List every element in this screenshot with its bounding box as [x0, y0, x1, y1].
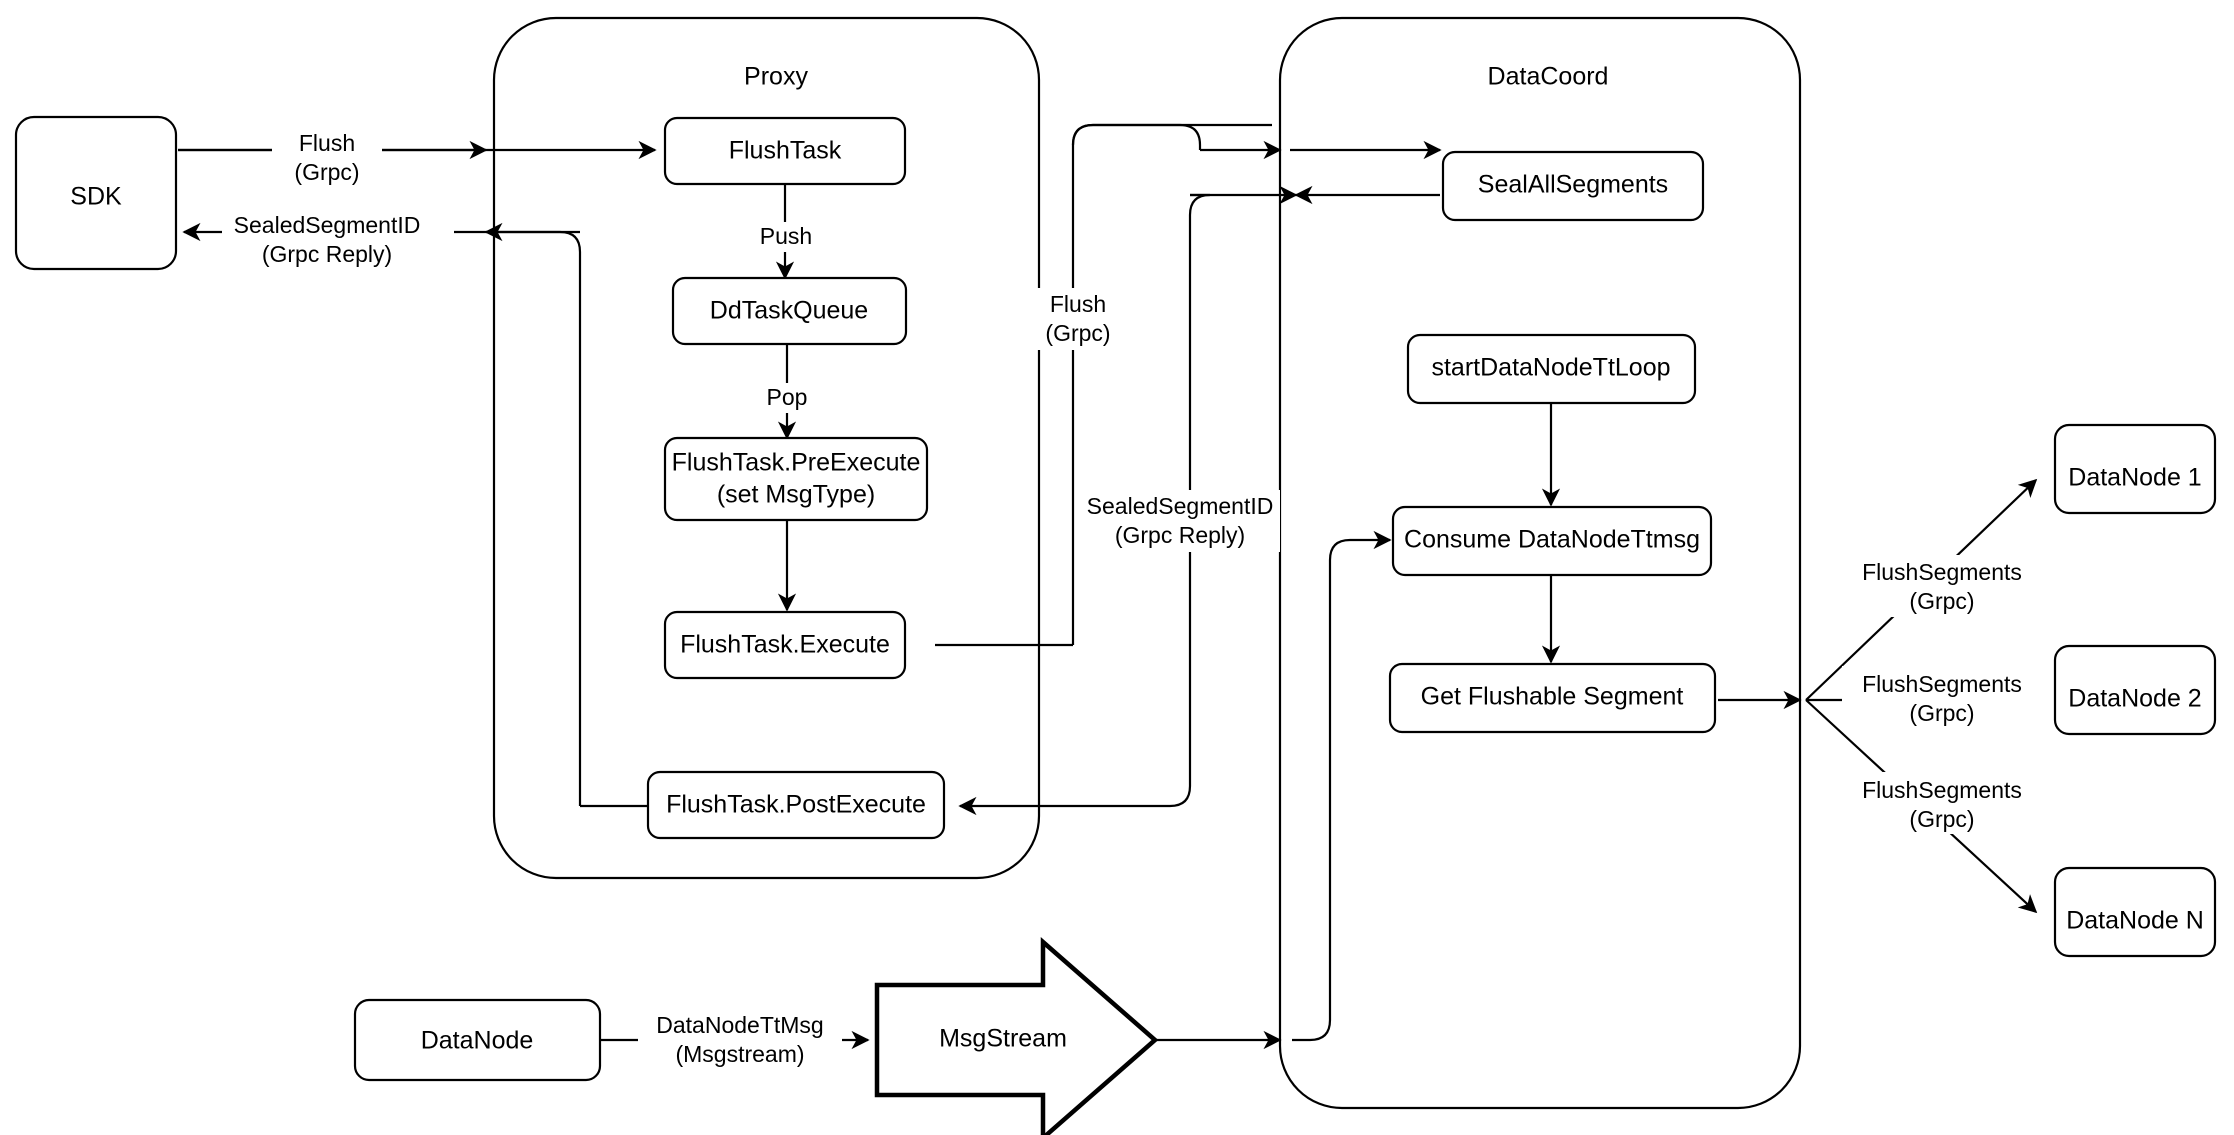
edge-label-pop-text: Pop: [767, 384, 808, 410]
edge-label-datacoord-reply-line2: (Grpc Reply): [1115, 522, 1245, 548]
node-consume-datanode-ttmsg: Consume DataNodeTtmsg: [1391, 505, 1713, 577]
edge-label-datacoord-to-proxy: SealedSegmentID (Grpc Reply): [1080, 490, 1280, 552]
node-datanode-1: DataNode 1: [2053, 423, 2217, 515]
edge-label-datanode-ttmsg: DataNodeTtMsg (Msgstream): [638, 1008, 842, 1070]
edge-label-flushsegments-n-line2: (Grpc): [1909, 806, 1974, 832]
datanode-1-label: DataNode 1: [2068, 464, 2201, 492]
datacoord-container-title: DataCoord: [1488, 63, 1609, 91]
edge-label-flushsegments-n-line1: FlushSegments: [1862, 777, 2022, 803]
flushtask-label: FlushTask: [729, 137, 842, 165]
sdk-label: SDK: [70, 183, 122, 211]
flushtask-preexecute-box: [663, 436, 929, 522]
edge-label-sealedsegmentid-line1: SealedSegmentID: [234, 212, 421, 238]
node-flushtask-preexecute: FlushTask.PreExecute (set MsgType): [663, 436, 929, 522]
proxy-container: Proxy: [492, 16, 1041, 880]
edge-label-flushsegments-1-line1: FlushSegments: [1862, 559, 2022, 585]
msgstream-arrow-shape: [874, 937, 1159, 1135]
edge-label-flushsegments-1: FlushSegments (Grpc): [1842, 555, 2042, 617]
get-flushable-segment-label: Get Flushable Segment: [1421, 683, 1684, 711]
node-flushtask: FlushTask: [663, 116, 907, 186]
datanode-1-box: [2053, 423, 2217, 515]
edge-label-datacoord-reply-line1: SealedSegmentID: [1087, 493, 1274, 519]
edge-label-datanode-ttmsg-line2: (Msgstream): [675, 1041, 804, 1067]
node-datanode-2: DataNode 2: [2053, 644, 2217, 736]
node-flushtask-execute: FlushTask.Execute: [663, 610, 907, 680]
flushtask-execute-label: FlushTask.Execute: [680, 631, 890, 659]
flushtask-postexecute-box: [646, 770, 946, 840]
consume-datanode-ttmsg-label: Consume DataNodeTtmsg: [1404, 526, 1700, 554]
edge-label-flushsegments-2-line2: (Grpc): [1909, 700, 1974, 726]
edge-flush-corner: [1071, 123, 1202, 150]
node-flushtask-postexecute: FlushTask.PostExecute: [646, 770, 946, 840]
datanode-n-box: [2053, 866, 2217, 958]
flushtask-execute-box: [663, 610, 907, 680]
edge-label-flush-datacoord-line1: Flush: [1050, 291, 1106, 317]
edge-label-flush-grpc-line2: (Grpc): [294, 159, 359, 185]
edge-label-push-text: Push: [760, 223, 812, 249]
datacoord-container: DataCoord: [1278, 16, 1802, 1110]
node-start-datanode-tt-loop: startDataNodeTtLoop: [1406, 333, 1697, 405]
edge-label-flushsegments-n: FlushSegments (Grpc): [1842, 772, 2042, 834]
edge-label-sealedsegmentid-line2: (Grpc Reply): [262, 241, 392, 267]
datanode-bottom-box: [353, 998, 602, 1082]
edge-label-push: Push: [748, 222, 824, 252]
edge-label-pop: Pop: [752, 383, 822, 413]
ddtaskqueue-label: DdTaskQueue: [710, 297, 868, 325]
node-datanode-bottom: DataNode: [353, 998, 602, 1082]
node-datanode-n: DataNode N: [2053, 866, 2217, 958]
edge-label-flushsegments-2-line1: FlushSegments: [1862, 671, 2022, 697]
start-datanode-tt-loop-label: startDataNodeTtLoop: [1431, 354, 1670, 382]
node-sdk: SDK: [14, 115, 178, 271]
edge-label-flush-grpc-line1: Flush: [299, 130, 355, 156]
proxy-container-shape: [492, 16, 1041, 880]
sdk-box: [14, 115, 178, 271]
datanode-2-label: DataNode 2: [2068, 685, 2201, 713]
node-msgstream: MsgStream: [874, 937, 1159, 1135]
flushtask-postexecute-label: FlushTask.PostExecute: [666, 791, 926, 819]
edge-label-flushsegments-2: FlushSegments (Grpc): [1842, 666, 2042, 728]
flushtask-preexecute-label-line2: (set MsgType): [717, 481, 875, 509]
msgstream-label: MsgStream: [939, 1025, 1067, 1053]
datanode-n-label: DataNode N: [2066, 907, 2204, 935]
sealallsegments-box: [1441, 150, 1705, 222]
proxy-container-title: Proxy: [744, 63, 808, 91]
edge-msgstream-to-consume: [1292, 530, 1392, 1042]
edge-label-proxy-to-sdk: SealedSegmentID (Grpc Reply): [222, 207, 454, 269]
sealallsegments-label: SealAllSegments: [1478, 171, 1668, 199]
node-sealallsegments: SealAllSegments: [1441, 150, 1705, 222]
edge-label-flush-datacoord-line2: (Grpc): [1045, 320, 1110, 346]
datanode-2-box: [2053, 644, 2217, 736]
edge-postexecute-to-sdk: [484, 222, 582, 806]
edge-label-flushsegments-1-line2: (Grpc): [1909, 588, 1974, 614]
edge-proxy-flush-up: [1071, 123, 1272, 645]
get-flushable-segment-box: [1388, 662, 1717, 734]
ddtaskqueue-box: [671, 276, 908, 346]
datanode-bottom-label: DataNode: [421, 1027, 534, 1055]
edge-label-datanode-ttmsg-line1: DataNodeTtMsg: [656, 1012, 823, 1038]
node-ddtaskqueue: DdTaskQueue: [671, 276, 908, 346]
edge-label-sdk-to-proxy: Flush (Grpc): [272, 125, 382, 187]
datacoord-container-shape: [1278, 16, 1802, 1110]
edge-label-proxy-to-datacoord: Flush (Grpc): [1022, 288, 1130, 350]
flushtask-preexecute-label-line1: FlushTask.PreExecute: [672, 449, 921, 477]
node-get-flushable-segment: Get Flushable Segment: [1388, 662, 1717, 734]
